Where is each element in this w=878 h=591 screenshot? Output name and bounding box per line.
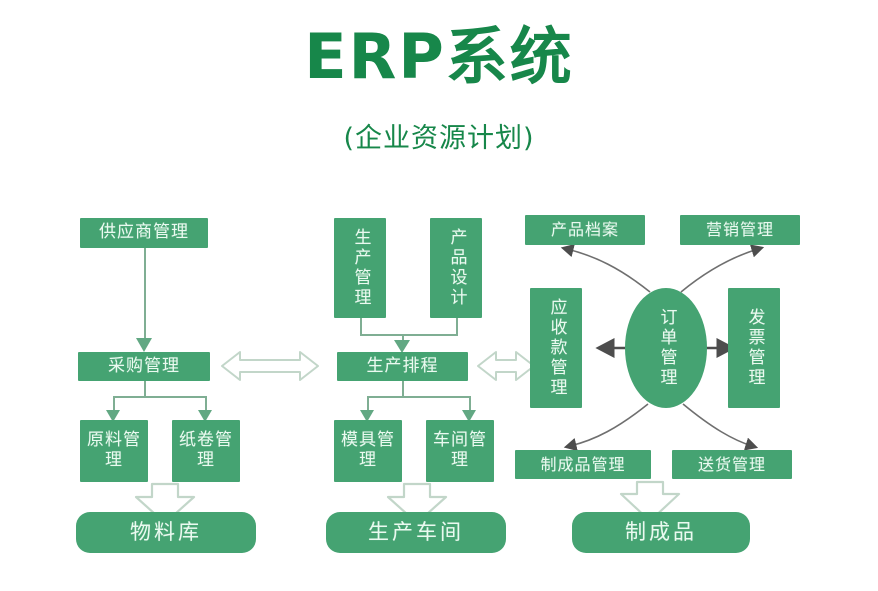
node-production-workshop[interactable]: 生产车间 [326,512,506,553]
node-order-mgmt[interactable]: 订单管理 [625,288,707,408]
connector-schedule-down [402,380,404,398]
connector-to-paperroll [205,396,207,416]
node-purchase-mgmt[interactable]: 采购管理 [78,352,210,381]
node-invoice-mgmt[interactable]: 发票管理 [728,288,780,408]
connector-supplier-to-purchase [144,248,146,344]
node-supplier-mgmt[interactable]: 供应商管理 [80,218,208,248]
node-material-warehouse[interactable]: 物料库 [76,512,256,553]
node-material-mgmt[interactable]: 原料管理 [80,420,148,482]
node-finished-goods[interactable]: 制成品 [572,512,750,553]
node-production-schedule[interactable]: 生产排程 [337,352,468,381]
curve-order-to-delivery-mgmt [682,403,759,451]
node-paper-roll-mgmt[interactable]: 纸卷管理 [172,420,240,482]
node-production-mgmt[interactable]: 生产管理 [334,218,386,318]
curve-order-to-product-archive [560,244,651,293]
node-product-archive[interactable]: 产品档案 [525,215,645,245]
connector-join-to-schedule [402,334,404,346]
node-workshop-mgmt[interactable]: 车间管理 [426,420,494,482]
page-subtitle: (企业资源计划) [343,123,535,154]
curve-order-to-finished-goods-mgmt [563,403,649,452]
node-product-design[interactable]: 产品设计 [430,218,482,318]
double-arrow-schedule-receivables [477,351,535,381]
connector-prodmgmt-down [360,318,362,336]
connector-purchase-split [113,396,207,398]
connector-design-down [456,318,458,336]
connector-prod-join [360,334,458,336]
node-marketing-mgmt[interactable]: 营销管理 [680,215,800,245]
connector-schedule-split [367,396,471,398]
node-mold-mgmt[interactable]: 模具管理 [334,420,402,482]
node-finished-goods-mgmt[interactable]: 制成品管理 [515,450,651,479]
connector-to-material [113,396,115,416]
connector-to-mold [367,396,369,416]
page-title: ERP系统 [304,20,574,93]
connector-purchase-down [144,380,146,398]
connector-to-workshop [469,396,471,416]
curve-order-to-marketing [680,244,765,293]
double-arrow-purchase-schedule [221,351,319,381]
node-delivery-mgmt[interactable]: 送货管理 [672,450,792,479]
node-receivables-mgmt[interactable]: 应收款管理 [530,288,582,408]
